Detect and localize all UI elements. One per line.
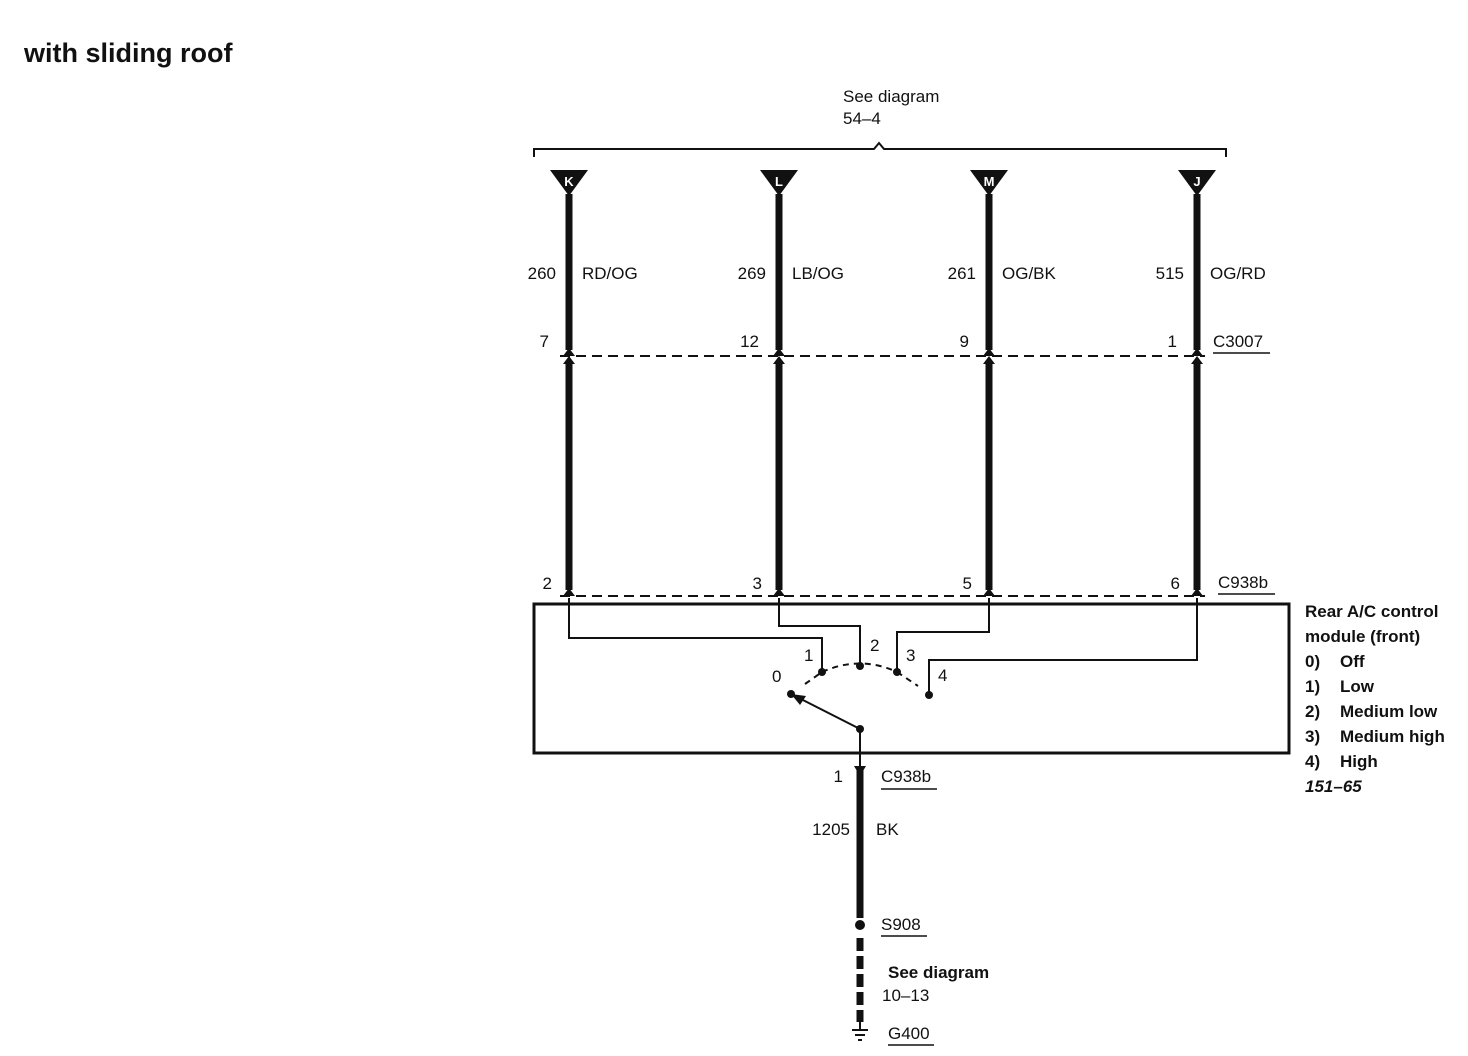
switch-position-2: 2 [870, 636, 879, 655]
circuit-color-m: OG/BK [1002, 264, 1057, 283]
switch-position-4: 4 [938, 666, 947, 685]
legend-num-3: 3) [1305, 727, 1320, 746]
switch-position-1: 1 [804, 646, 813, 665]
splice-dot [855, 920, 865, 930]
module-internal-wiring [568, 598, 1198, 766]
connector-c3007-label: C3007 [1213, 332, 1263, 351]
legend-num-0: 0) [1305, 652, 1320, 671]
c3007-pin-j: 1 [1168, 332, 1177, 351]
c3007-pin-marks [563, 348, 1203, 364]
legend-num-4: 4) [1305, 752, 1320, 771]
c938b-pin-k: 2 [543, 574, 552, 593]
legend-label-1: Low [1340, 677, 1375, 696]
cap-letter-m: M [984, 174, 995, 189]
circuit-color-j: OG/RD [1210, 264, 1266, 283]
ground-icon [852, 1022, 868, 1041]
circuit-number-l: 269 [738, 264, 766, 283]
connector-c938b-label: C938b [1218, 573, 1268, 592]
ground-ref-label: See diagram [888, 963, 989, 982]
ground-feed-pin: 1 [834, 767, 843, 786]
ground-label: G400 [888, 1024, 930, 1043]
cap-m: M [970, 170, 1008, 196]
legend-label-3: Medium high [1340, 727, 1445, 746]
cap-letter-j: J [1193, 174, 1200, 189]
c3007-pin-l: 12 [740, 332, 759, 351]
circuit-color-l: LB/OG [792, 264, 844, 283]
cap-letter-l: L [775, 174, 783, 189]
module-box [532, 602, 1291, 755]
top-ref-number: 54–4 [843, 109, 881, 128]
legend-num-2: 2) [1305, 702, 1320, 721]
ground-feed-connector: C938b [881, 767, 931, 786]
circuit-color-k: RD/OG [582, 264, 638, 283]
ground-feed-color: BK [876, 820, 899, 839]
switch-position-0: 0 [772, 667, 781, 686]
circuit-number-j: 515 [1156, 264, 1184, 283]
circuit-number-k: 260 [528, 264, 556, 283]
top-bracket [533, 141, 1227, 157]
legend-label-2: Medium low [1340, 702, 1438, 721]
top-ref-label: See diagram [843, 87, 939, 106]
module-legend: 0) Off 1) Low 2) Medium low 3) Medium hi… [1305, 652, 1445, 771]
module-name-line2: module (front) [1305, 627, 1420, 646]
c938b-pin-m: 5 [963, 574, 972, 593]
legend-label-4: High [1340, 752, 1378, 771]
module-ref-number: 151–65 [1305, 777, 1362, 796]
legend-label-0: Off [1340, 652, 1365, 671]
ground-feed-pin-mark [854, 766, 866, 776]
cap-letter-k: K [564, 174, 574, 189]
c3007-pin-m: 9 [960, 332, 969, 351]
diagram-title: with sliding roof [23, 38, 233, 68]
c3007-pin-k: 7 [540, 332, 549, 351]
cap-j: J [1178, 170, 1216, 196]
cap-k: K [550, 170, 588, 196]
switch-contacts [787, 662, 933, 733]
ground-feed-circuit: 1205 [812, 820, 850, 839]
legend-num-1: 1) [1305, 677, 1320, 696]
cap-l: L [760, 170, 798, 196]
ground-ref-number: 10–13 [882, 986, 929, 1005]
module-name-line1: Rear A/C control [1305, 602, 1439, 621]
c938b-pin-marks [563, 588, 1203, 596]
splice-label: S908 [881, 915, 921, 934]
switch-position-3: 3 [906, 646, 915, 665]
c938b-pin-j: 6 [1171, 574, 1180, 593]
circuit-number-m: 261 [948, 264, 976, 283]
c938b-pin-l: 3 [753, 574, 762, 593]
